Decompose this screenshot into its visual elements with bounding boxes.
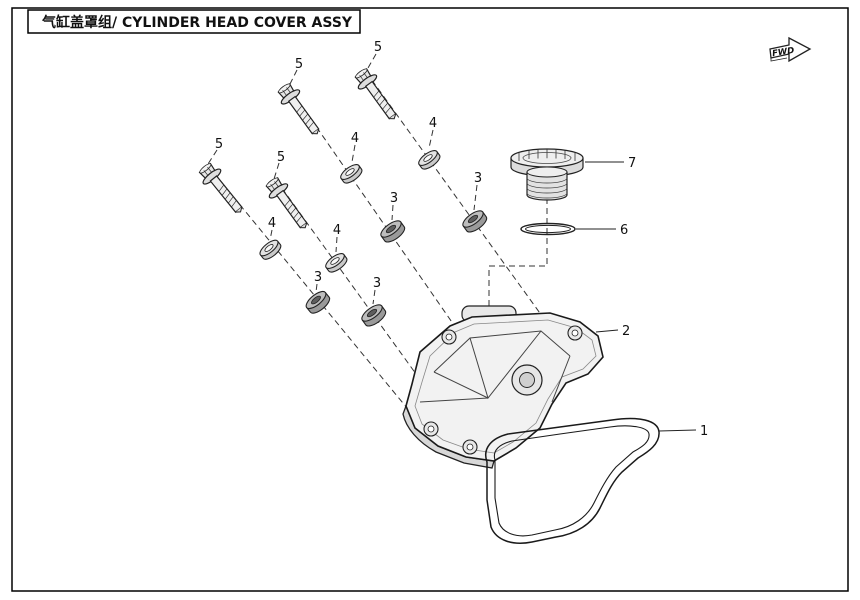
gasket-outer-edge	[485, 417, 660, 544]
cover-rib-4	[551, 355, 571, 403]
callout-bolt-1: 5	[374, 40, 382, 55]
assembly-line-cap	[488, 198, 548, 310]
callout-seal-1: 3	[474, 171, 482, 186]
part-bolt-3	[194, 159, 250, 220]
part-oil-filler-cap	[510, 148, 584, 201]
part-gasket	[485, 417, 660, 544]
fwd-label: FWD	[771, 46, 795, 59]
page-border	[11, 7, 849, 592]
gasket-inner-edge	[493, 425, 650, 537]
callout-seal-2: 3	[390, 191, 398, 206]
title-box-frame	[27, 9, 361, 34]
cover-mounting-ears	[423, 325, 583, 455]
part-washer-1	[415, 147, 443, 173]
callout-o-ring: 6	[620, 223, 628, 238]
callout-bolt-2: 5	[295, 57, 303, 72]
callout-gasket: 1	[700, 424, 708, 439]
callout-washer-2: 4	[351, 131, 359, 146]
title-box: 气缸盖罩组/ CYLINDER HEAD COVER ASSY	[27, 9, 361, 34]
part-washer-3	[257, 237, 284, 263]
cover-rib-1	[433, 330, 571, 373]
cover-rib-3	[433, 371, 489, 399]
fwd-arrow-depth-line	[770, 57, 788, 62]
part-bolt-2	[273, 79, 327, 141]
cover-top-face	[405, 312, 604, 462]
callout-numbers: 5 5 5 5 4 4 4 4 3 3 3 3 7 6 2 1	[215, 40, 708, 439]
part-seal-1	[459, 207, 490, 236]
assembly-line-2	[287, 85, 457, 329]
part-bolt-1	[350, 64, 404, 126]
part-washer-4	[322, 250, 350, 276]
callout-leaders	[207, 53, 697, 432]
fwd-arrow-icon: FWD	[769, 36, 812, 63]
callout-washer-4: 4	[333, 223, 341, 238]
callout-bolt-4: 5	[277, 150, 285, 165]
part-seal-3	[302, 288, 333, 317]
callout-seal-3: 3	[314, 270, 322, 285]
callout-cap: 7	[628, 156, 636, 171]
callout-washer-3: 4	[268, 216, 276, 231]
cover-plug-tower-hole	[519, 372, 535, 388]
part-washer-2	[337, 161, 365, 187]
page-title: 气缸盖罩组/ CYLINDER HEAD COVER ASSY	[41, 14, 353, 31]
callout-cover: 2	[622, 324, 630, 339]
fwd-arrow-shape	[769, 36, 812, 63]
part-seal-4	[358, 301, 389, 330]
part-o-ring	[520, 222, 576, 236]
callout-seal-4: 3	[373, 276, 381, 291]
part-head-cover	[402, 305, 604, 469]
cover-rib-5	[419, 397, 489, 403]
callout-bolt-3: 5	[215, 137, 223, 152]
callout-washer-1: 4	[429, 116, 437, 131]
